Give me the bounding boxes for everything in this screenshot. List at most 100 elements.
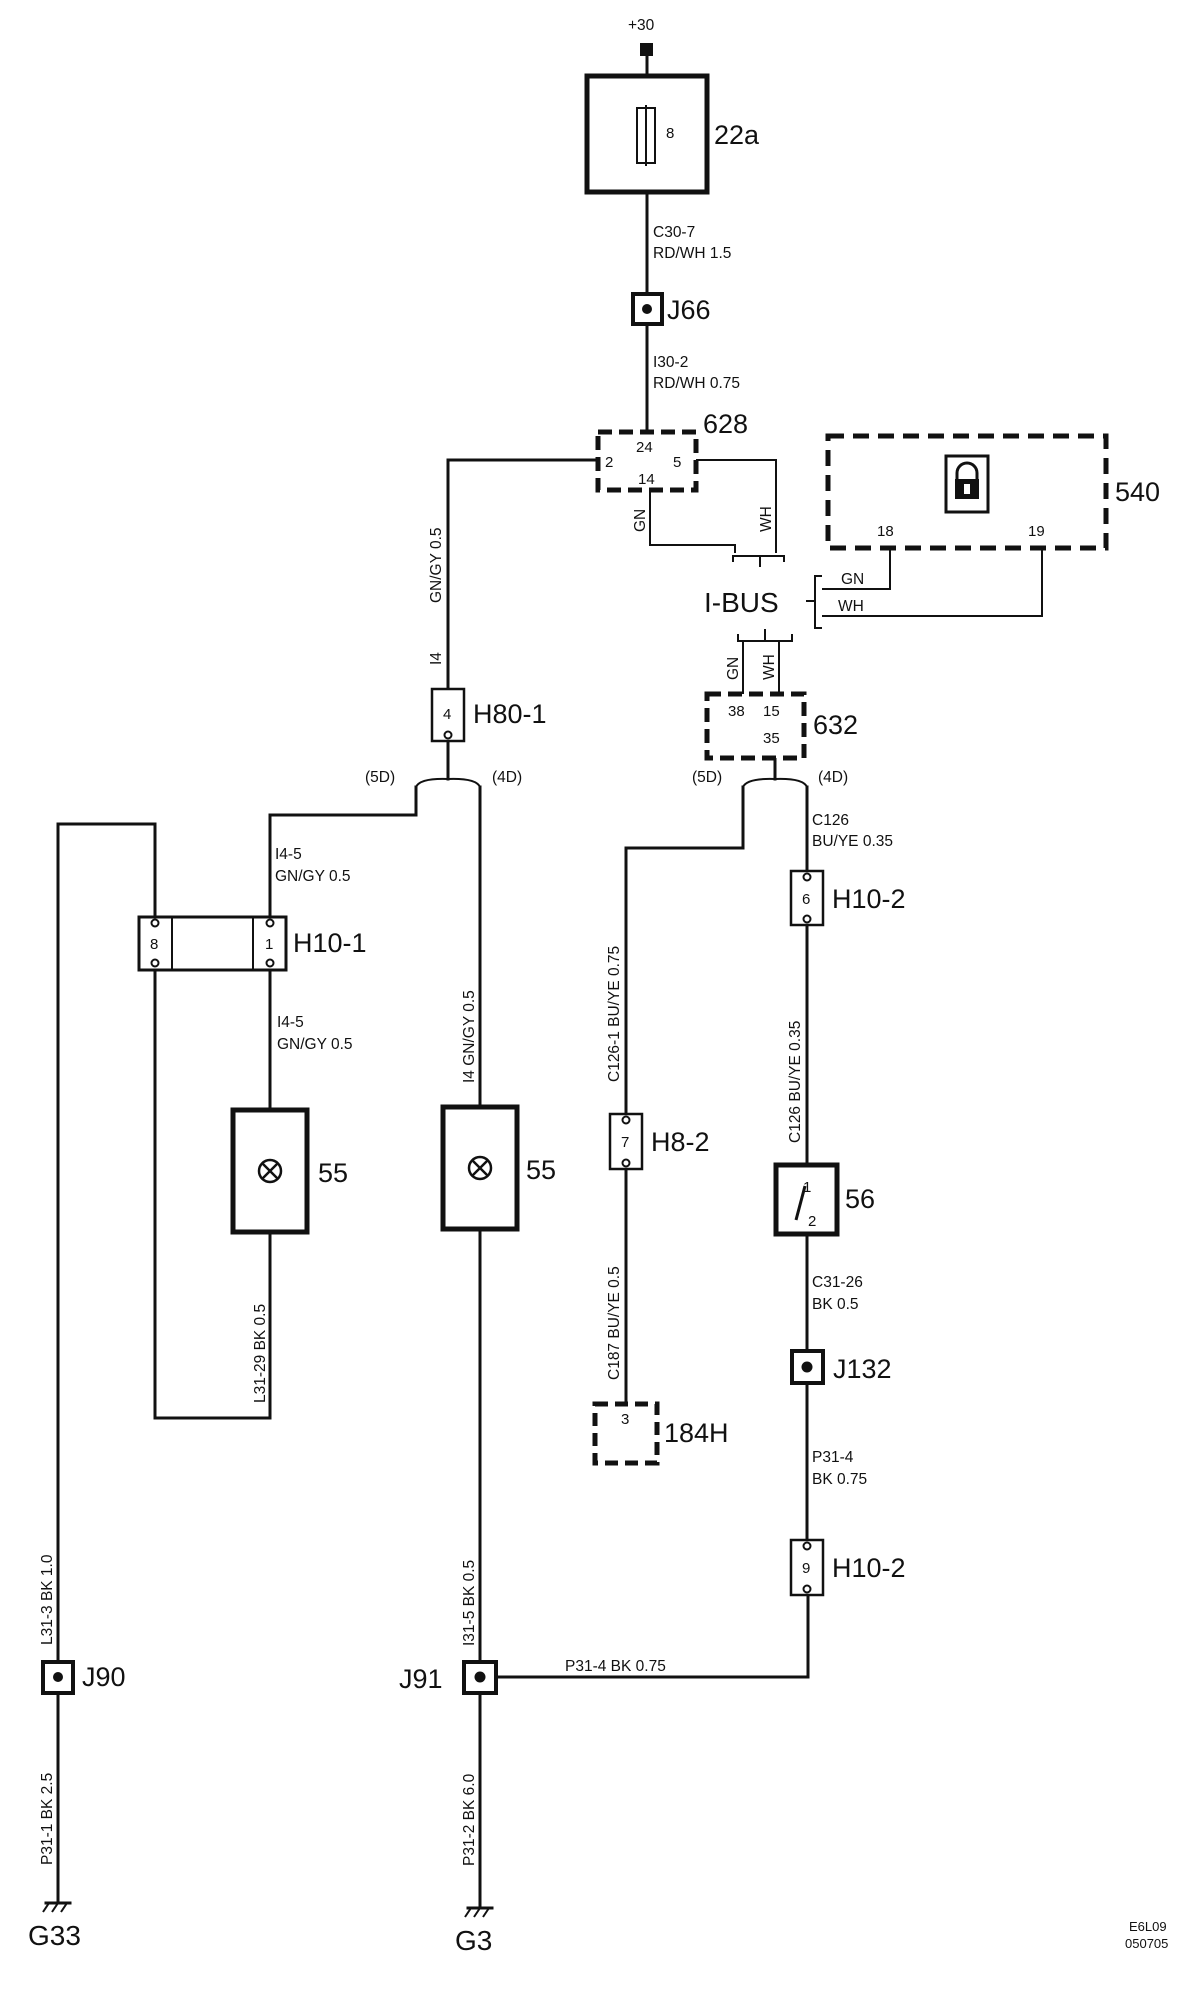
wire-628-gn [649,490,736,553]
wire-i4 [446,458,600,691]
h8-2-pin-hole-bottom [621,1158,631,1168]
ground-g3-label: G3 [455,1925,492,1956]
wire-628-wh [696,459,777,553]
wire-i4-center-label: I4 GN/GY 0.5 [461,990,478,1083]
module-628-pin-24: 24 [636,439,653,456]
ibus-bracket-top [732,555,785,562]
wire-c30-7-line1: C30-7 [653,224,695,241]
switch-56-id: 56 [845,1184,875,1214]
lamp-left: 55 [230,1107,348,1235]
variant-tie-left [415,777,481,788]
ground-icon [42,1901,72,1913]
j90-dot [53,1672,63,1682]
j66-label: J66 [667,295,711,325]
j66-dot [642,304,652,314]
wire-c126-1 [624,785,745,1116]
wire-632-wh-label: WH [761,654,778,680]
wire-i4-5-bot-line2: GN/GY 0.5 [277,1036,353,1053]
module-628-box [595,429,699,493]
lamp-left-id: 55 [318,1158,348,1188]
h80-1-id: H80-1 [473,699,547,729]
connector-h10-2-top: 6 H10-2 [789,869,906,927]
wire-i4-5-top-line1: I4-5 [275,846,302,863]
h10-1-body [137,915,288,972]
wire-540-wh [822,548,1043,617]
switch-56: 1 2 56 [773,1162,875,1237]
h10-2-bottom-pin: 9 [802,1560,810,1577]
ground-icon [464,1906,494,1918]
connector-h8-2: 7 H8-2 [608,1112,710,1171]
h10-1-pin-1-hole-bottom [265,958,275,968]
wire-p31-4-horiz [494,1588,810,1679]
connector-h10-2-bottom: 9 H10-2 [789,1538,906,1597]
wire-c31-26-line2: BK 0.5 [812,1296,859,1313]
supply-terminal [640,43,653,56]
h10-1-id: H10-1 [293,928,367,958]
wire-c126-top-line1: C126 [812,812,849,829]
lamp-center-id: 55 [526,1155,556,1185]
fuse-22a: 8 22a [584,73,760,195]
wire-c30-7-line2: RD/WH 1.5 [653,245,731,262]
h8-2-id: H8-2 [651,1127,710,1157]
fuse-id: 22a [714,120,760,150]
wire-p31-4-vert-line1: P31-4 [812,1449,854,1466]
ground-g3: G3 [455,1906,494,1956]
wire-c126-1-label: C126-1 BU/YE 0.75 [606,946,623,1082]
switch-56-box [773,1162,840,1237]
splice-j91: J91 [399,1660,498,1695]
module-540-id: 540 [1115,477,1160,507]
h10-2-bottom-pin-hole-bottom [802,1584,812,1594]
module-184h-pin: 3 [621,1411,629,1428]
switch-contact-icon [794,1185,807,1221]
variant-right-label-a: (4D) [492,769,522,786]
variant-left-label-a: (5D) [365,769,395,786]
wire-i4-gngy-label: GN/GY 0.5 [428,527,445,603]
module-540-pin-18: 18 [877,523,894,540]
module-632-id: 632 [813,710,858,740]
wire-i30-2-line1: I30-2 [653,354,688,371]
h10-1-pin-8-hole-top [150,918,160,928]
fuse-pin: 8 [666,125,674,142]
h80-1-pin: 4 [443,706,451,723]
module-632-pin-35: 35 [763,730,780,747]
drawing-date: 050705 [1125,1936,1168,1951]
wire-c126-mid-label: C126 BU/YE 0.35 [787,1021,804,1143]
j91-label: J91 [399,1664,443,1694]
module-540: 18 19 540 [825,433,1160,551]
supply-label: +30 [628,17,655,34]
wire-c126-top-line2: BU/YE 0.35 [812,833,893,850]
wire-network [56,48,1043,1910]
wire-l31-29-label: L31-29 BK 0.5 [252,1304,269,1403]
lamp-left-box [230,1107,310,1235]
wire-c31-26-line1: C31-26 [812,1274,863,1291]
j132-label: J132 [833,1354,892,1384]
lock-icon [955,461,979,499]
wire-628-gn-label: GN [632,509,649,532]
variant-tie-right [742,777,808,788]
splice-j132: J132 [790,1349,892,1385]
drawing-code: E6L09 [1129,1919,1167,1934]
h8-2-pin-hole-top [621,1115,631,1125]
module-628-pin-5: 5 [673,454,681,471]
wire-l31-29 [153,968,272,1420]
h10-1-pin-8: 8 [150,936,158,953]
wire-p31-4-horiz-label: P31-4 BK 0.75 [565,1658,666,1675]
j90-label: J90 [82,1662,126,1692]
wire-p31-1-label: P31-1 BK 2.5 [39,1773,56,1865]
wire-i4-label: I4 [428,652,445,665]
h10-2-top-id: H10-2 [832,884,906,914]
wire-i4-5-top [268,785,418,919]
h10-1-pin-8-hole-bottom [150,958,160,968]
module-628-pin-2: 2 [605,454,613,471]
wire-i4-5-bot-line1: I4-5 [277,1014,304,1031]
module-184h-box [592,1401,660,1466]
h10-2-bottom-pin-hole-top [802,1541,812,1551]
splice-j90: J90 [41,1660,126,1695]
wire-540-wh-label: WH [838,598,864,615]
module-184h: 3 184H [592,1401,729,1466]
splice-j66: J66 [631,292,711,326]
h10-1-pin-1: 1 [265,936,273,953]
wire-540-gn-label: GN [841,571,864,588]
connector-h10-1: 8 1 H10-1 [137,915,367,972]
